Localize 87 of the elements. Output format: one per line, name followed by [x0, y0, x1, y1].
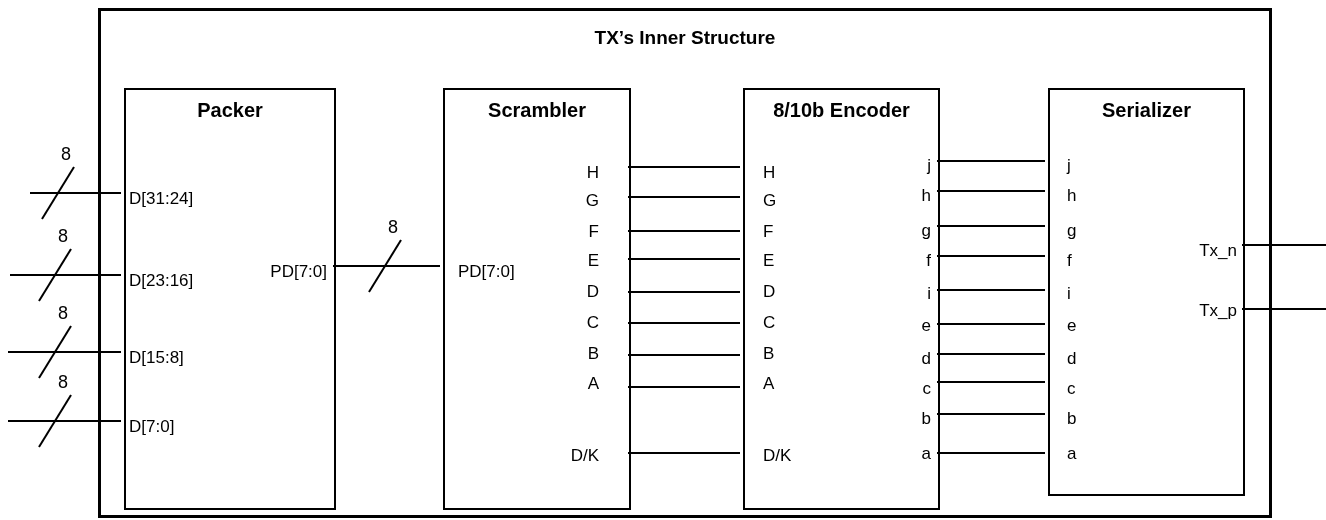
pin-label: Tx_p — [1199, 301, 1237, 319]
pin-label: C — [763, 313, 776, 331]
pin-label: a — [921, 444, 931, 462]
block-box — [1048, 88, 1245, 496]
pin-label: C — [586, 313, 599, 331]
signal-line — [332, 265, 441, 267]
pin-label: D/K — [763, 446, 792, 464]
pin-label: a — [1067, 444, 1077, 462]
signal-line — [936, 255, 1046, 257]
signal-line — [1241, 308, 1326, 310]
signal-line — [627, 452, 741, 454]
pin-label: f — [1067, 251, 1072, 269]
pin-label: f — [926, 251, 931, 269]
block-box — [124, 88, 336, 510]
pin-label: j — [1067, 156, 1071, 174]
block-title: 8/10b Encoder — [772, 98, 911, 123]
signal-line — [627, 196, 741, 198]
pin-label: H — [763, 163, 776, 181]
edge-label: 8 — [58, 304, 68, 322]
pin-label: h — [1067, 186, 1077, 204]
pin-label: D[31:24] — [129, 189, 194, 207]
pin-label: i — [927, 284, 931, 302]
signal-line — [627, 354, 741, 356]
signal-line — [9, 274, 122, 276]
block-box — [743, 88, 940, 510]
signal-line — [627, 166, 741, 168]
block-title: TX’s Inner Structure — [593, 26, 777, 50]
pin-label: A — [587, 374, 599, 392]
signal-line — [936, 323, 1046, 325]
signal-line — [936, 289, 1046, 291]
signal-line — [627, 230, 741, 232]
signal-line — [627, 291, 741, 293]
pin-label: D/K — [570, 446, 599, 464]
signal-line — [7, 351, 122, 353]
pin-label: E — [587, 251, 599, 269]
edge-label: 8 — [61, 145, 71, 163]
signal-line — [627, 386, 741, 388]
pin-label: PD[7:0] — [458, 262, 515, 280]
pin-label: e — [921, 316, 931, 334]
pin-label: c — [922, 379, 931, 397]
pin-label: A — [763, 374, 775, 392]
pin-label: B — [763, 344, 775, 362]
pin-label: D[23:16] — [129, 271, 194, 289]
block-title: Scrambler — [487, 98, 587, 123]
pin-label: g — [1067, 221, 1077, 239]
edge-label: 8 — [58, 373, 68, 391]
signal-line — [936, 413, 1046, 415]
block-title: Packer — [196, 98, 264, 123]
signal-line — [7, 420, 122, 422]
pin-label: b — [1067, 409, 1077, 427]
pin-label: e — [1067, 316, 1077, 334]
signal-line — [627, 322, 741, 324]
pin-label: j — [927, 156, 931, 174]
block-title: Serializer — [1101, 98, 1192, 123]
pin-label: g — [921, 221, 931, 239]
signal-line — [627, 258, 741, 260]
block-box — [443, 88, 631, 510]
pin-label: b — [921, 409, 931, 427]
signal-line — [936, 160, 1046, 162]
pin-label: d — [921, 349, 931, 367]
pin-label: D — [586, 282, 599, 300]
pin-label: i — [1067, 284, 1071, 302]
pin-label: G — [585, 191, 599, 209]
signal-line — [1241, 244, 1326, 246]
pin-label: c — [1067, 379, 1076, 397]
signal-line — [936, 353, 1046, 355]
signal-line — [936, 381, 1046, 383]
signal-line — [936, 452, 1046, 454]
pin-label: G — [763, 191, 777, 209]
pin-label: F — [588, 222, 599, 240]
signal-line — [29, 192, 122, 194]
pin-label: B — [587, 344, 599, 362]
pin-label: F — [763, 222, 774, 240]
pin-label: h — [921, 186, 931, 204]
pin-label: H — [586, 163, 599, 181]
edge-label: 8 — [58, 227, 68, 245]
pin-label: D — [763, 282, 776, 300]
pin-label: PD[7:0] — [270, 262, 327, 280]
pin-label: Tx_n — [1199, 241, 1237, 259]
signal-line — [936, 190, 1046, 192]
edge-label: 8 — [388, 218, 398, 236]
pin-label: D[15:8] — [129, 348, 184, 366]
outer-frame — [98, 8, 1272, 518]
signal-line — [936, 225, 1046, 227]
pin-label: d — [1067, 349, 1077, 367]
pin-label: D[7:0] — [129, 417, 175, 435]
pin-label: E — [763, 251, 775, 269]
